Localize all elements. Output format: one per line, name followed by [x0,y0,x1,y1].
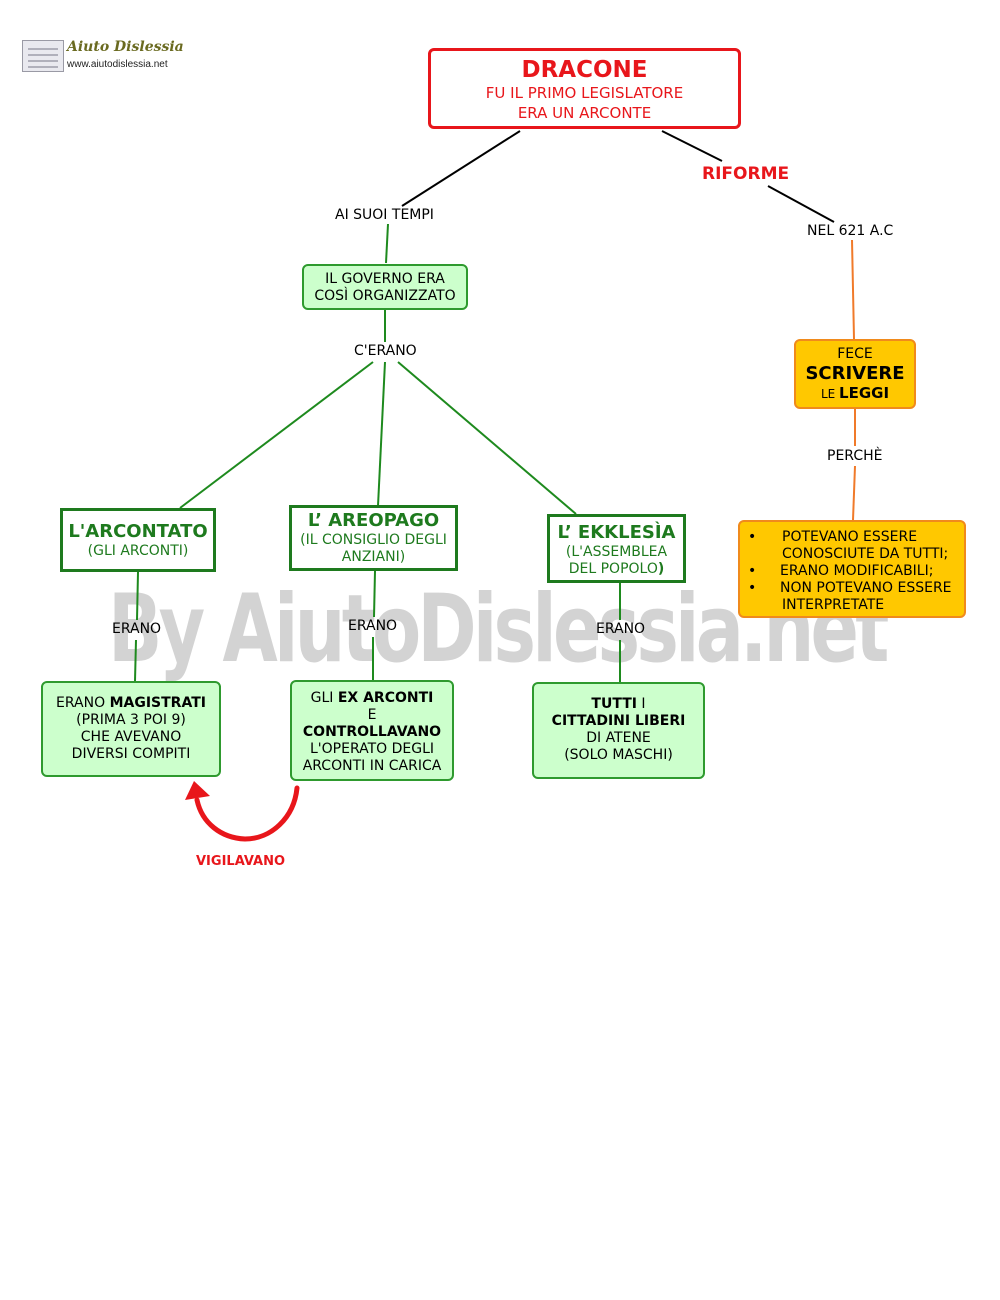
link-erano-magistrati [134,639,137,682]
node-scrivere-line2: SCRIVERE [805,363,905,384]
label-nel-621: NEL 621 A.C [807,223,894,239]
link-root-riforme [661,130,723,162]
node-cittadini: TUTTI I CITTADINI LIBERI DI ATENE (SOLO … [532,682,705,779]
link-nel-621-scrivere [851,239,855,340]
link-root-ai-suoi-tempi [401,130,521,207]
link-areopago-erano [373,570,376,618]
label-riforme: RIFORME [702,164,790,184]
node-scrivere: FECE SCRIVERE LE LEGGI [794,339,916,409]
node-ex-arconti-line3: CONTROLLAVANO [302,724,442,740]
book-icon [22,40,64,72]
node-areopago-subtitle-2: ANZIANI) [341,549,406,565]
node-magistrati: ERANO MAGISTRATI (PRIMA 3 POI 9) CHE AVE… [41,681,221,777]
link-riforme-nel-621 [767,185,835,223]
node-governo-line2: COSÌ ORGANIZZATO [314,288,456,304]
label-erano-ekklesia: ERANO [596,621,646,637]
node-areopago-title: L’ AREOPAGO [307,510,440,531]
node-ex-arconti-line4: L'OPERATO DEGLI [309,741,435,757]
node-magistrati-line4: DIVERSI COMPITI [71,746,191,762]
motivi-list: POTEVANO ESSERE CONOSCIUTE DA TUTTI; ERA… [740,529,964,614]
node-ex-arconti: GLI EX ARCONTI E CONTROLLAVANO L'OPERATO… [290,680,454,781]
node-cittadini-line3: DI ATENE [586,730,651,746]
node-scrivere-line3: LE LEGGI [820,384,890,402]
link-perche-motivi [852,465,856,521]
node-magistrati-line2: (PRIMA 3 POI 9) [76,712,186,728]
label-erano-areopago: ERANO [348,618,398,634]
node-magistrati-line1: ERANO MAGISTRATI [56,695,206,711]
node-areopago-subtitle-1: (IL CONSIGLIO DEGLI [300,532,447,548]
node-dracone: DRACONE FU IL PRIMO LEGISLATORE ERA UN A… [428,48,741,129]
vigilavano-arrow-shaft [194,785,300,842]
node-scrivere-line1: FECE [837,346,873,362]
label-cerano: C'ERANO [354,343,417,359]
node-motivi: POTEVANO ESSERE CONOSCIUTE DA TUTTI; ERA… [738,520,966,618]
link-cerano-ekklesia [397,361,577,515]
node-ekklesia-title: L’ EKKLESÌA [557,522,676,543]
node-ekklesia: L’ EKKLESÌA (L'ASSEMBLEA DEL POPOLO) [547,514,686,583]
node-ex-arconti-line5: ARCONTI IN CARICA [302,758,442,774]
node-arcontato-subtitle: (GLI ARCONTI) [87,543,189,559]
node-dracone-title: DRACONE [521,57,648,83]
node-cittadini-line4: (SOLO MASCHI) [564,747,673,763]
label-vigilavano: VIGILAVANO [196,854,286,869]
motivi-item-3: NON POTEVANO ESSERE INTERPRETATE [740,580,964,614]
motivi-item-2: ERANO MODIFICABILI; [740,563,964,580]
node-ex-arconti-line2: E [367,707,377,723]
logo[interactable]: Aiuto Dislessia www.aiutodislessia.net [22,38,184,74]
node-magistrati-line3: CHE AVEVANO [80,729,182,745]
label-erano-arcontato: ERANO [112,621,162,637]
node-governo-line1: IL GOVERNO ERA [325,271,445,287]
node-cittadini-line1: TUTTI I [591,696,646,712]
node-ex-arconti-line1: GLI EX ARCONTI [310,690,434,706]
node-cittadini-line2: CITTADINI LIBERI [551,713,686,729]
logo-title: Aiuto Dislessia [67,39,184,55]
node-ekklesia-subtitle-2: DEL POPOLO) [568,561,665,577]
link-ai-suoi-tempi-governo [385,223,389,264]
motivi-item-1: POTEVANO ESSERE CONOSCIUTE DA TUTTI; [740,529,964,563]
label-ai-suoi-tempi: AI SUOI TEMPI [335,207,434,223]
node-arcontato: L'ARCONTATO (GLI ARCONTI) [60,508,216,572]
node-dracone-line2: ERA UN ARCONTE [517,104,652,122]
node-areopago: L’ AREOPAGO (IL CONSIGLIO DEGLI ANZIANI) [289,505,458,571]
node-governo: IL GOVERNO ERA COSÌ ORGANIZZATO [302,264,468,310]
link-arcontato-erano [136,571,139,621]
logo-url: www.aiutodislessia.net [67,59,168,70]
link-cerano-arcontato [179,361,374,509]
node-ekklesia-subtitle-1: (L'ASSEMBLEA [565,544,668,560]
link-cerano-areopago [377,361,386,507]
vigilavano-arrow-head [185,781,210,800]
label-perche: PERCHÈ [827,448,883,464]
node-dracone-line1: FU IL PRIMO LEGISLATORE [485,84,684,102]
node-arcontato-title: L'ARCONTATO [68,521,208,542]
